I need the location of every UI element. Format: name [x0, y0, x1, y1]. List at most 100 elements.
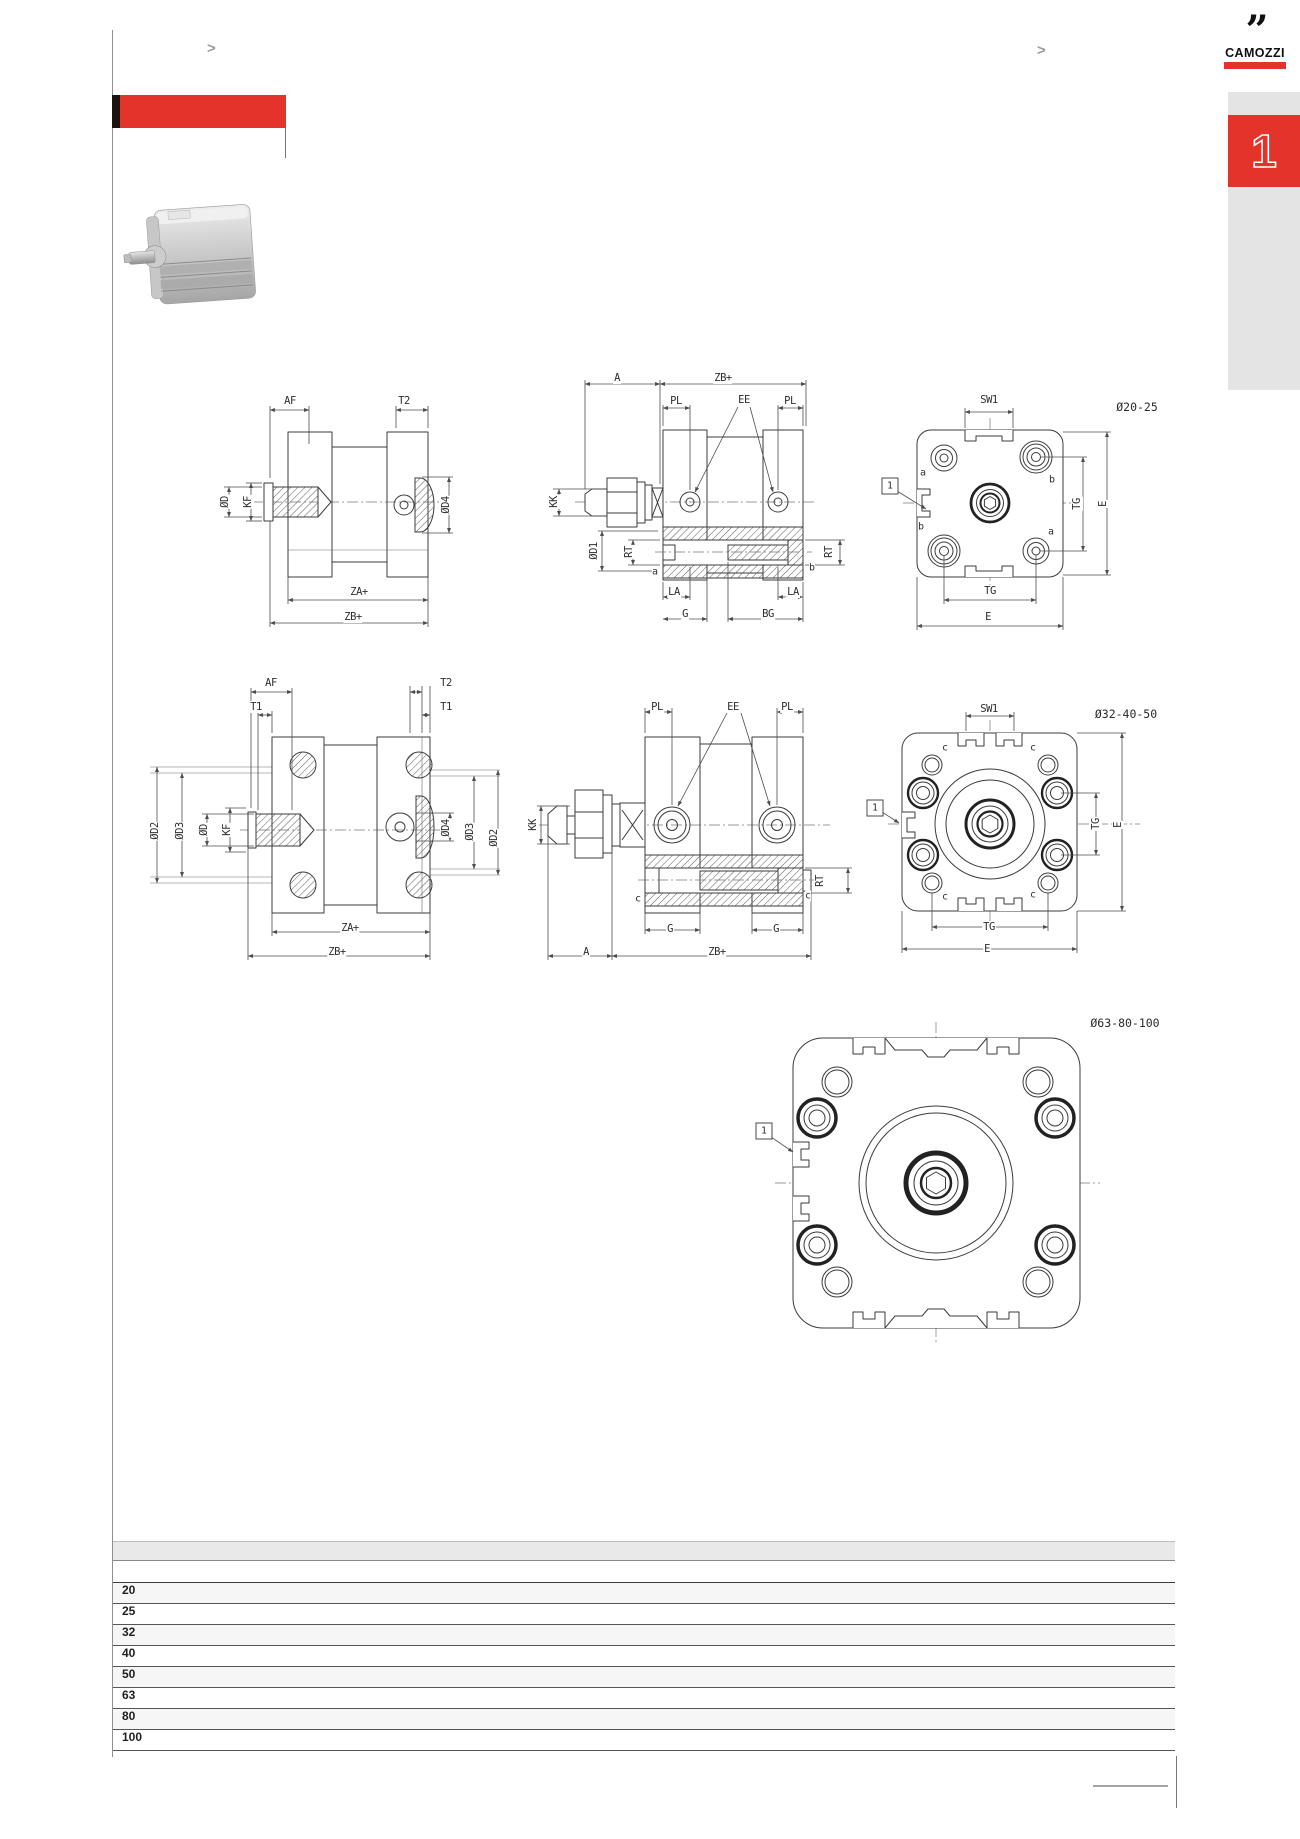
- bore-size: 32: [122, 1625, 136, 1639]
- size-range-label: Ø63-80-100: [1090, 1016, 1160, 1030]
- dim-label-od3: ØD3: [174, 821, 186, 841]
- dim-label-e: E: [1112, 821, 1124, 829]
- dim-label-tg: TG: [1090, 817, 1102, 831]
- dim-label-od2: ØD2: [488, 828, 500, 848]
- breadcrumb-right-chevron: >: [1037, 42, 1046, 59]
- dim-label-pl: PL: [783, 395, 797, 407]
- title-bar-right-tick: [285, 128, 286, 158]
- dim-label-za: ZA+: [340, 922, 360, 934]
- drawing-row2-front-view: [881, 712, 1140, 953]
- port-letter-c: c: [804, 890, 812, 902]
- bore-size: 40: [122, 1646, 136, 1660]
- breadcrumb-left-chevron: >: [207, 40, 216, 57]
- dim-label-ee: EE: [726, 701, 740, 713]
- size-range-label: Ø20-25: [1116, 400, 1158, 414]
- table-row: 32: [113, 1625, 1175, 1646]
- callout-1-number: 1: [887, 480, 893, 492]
- footer-short-rule: [1093, 1785, 1168, 1787]
- dim-label-od4: ØD4: [440, 818, 452, 838]
- sidebar-section-number: 1: [1250, 124, 1277, 178]
- dim-label-af: AF: [283, 395, 297, 407]
- hole-letter-c: c: [941, 891, 949, 903]
- table-row: 40: [113, 1646, 1175, 1667]
- title-bar-black-edge: [112, 95, 120, 128]
- left-margin-rule: [112, 30, 113, 1757]
- table-row: 20: [113, 1583, 1175, 1604]
- dim-label-e: E: [983, 943, 991, 955]
- callout-1: 1: [881, 477, 899, 495]
- drawing-row1-section-view: [553, 380, 845, 622]
- dim-label-zb: ZB+: [713, 372, 733, 384]
- drawing-row3-front-view: [770, 1022, 1100, 1345]
- size-range-label: Ø32-40-50: [1094, 707, 1158, 721]
- dim-label-zb: ZB+: [327, 946, 347, 958]
- dim-label-od4: ØD4: [440, 495, 452, 515]
- callout-1-number: 1: [761, 1125, 767, 1137]
- dim-label-t1: T1: [249, 701, 263, 713]
- dim-label-a: A: [582, 946, 590, 958]
- dim-label-e: E: [984, 611, 992, 623]
- hole-letter-b: b: [1048, 474, 1056, 486]
- callout-1: 1: [755, 1122, 773, 1140]
- title-bar-red: [120, 95, 286, 128]
- hole-letter-c: c: [941, 742, 949, 754]
- hole-letter-a: a: [1047, 526, 1055, 538]
- dim-label-g: G: [681, 608, 689, 620]
- dim-label-kf: KF: [221, 823, 233, 837]
- dimensions-table: 20 25 32 40 50 63 80 100: [113, 1541, 1175, 1751]
- port-letter-c: c: [634, 893, 642, 905]
- bore-size: 50: [122, 1667, 136, 1681]
- dim-label-zb: ZB+: [707, 946, 727, 958]
- brand-name: CAMOZZI: [1225, 46, 1285, 60]
- dim-label-kk: KK: [527, 818, 539, 832]
- table-row: 25: [113, 1604, 1175, 1625]
- brand-underline: [1224, 62, 1286, 69]
- dim-label-od: ØD: [219, 495, 231, 509]
- drawing-row1-front-view: [896, 408, 1111, 630]
- dim-label-od3: ØD3: [464, 822, 476, 842]
- port-letter-a: a: [651, 566, 659, 578]
- dim-label-la: LA: [667, 586, 681, 598]
- drawing-row1-side-view: [224, 406, 453, 627]
- drawing-row2-section-view: [537, 708, 852, 960]
- dim-label-bg: BG: [761, 608, 775, 620]
- dim-label-t2: T2: [397, 395, 411, 407]
- table-header-band: [113, 1541, 1175, 1561]
- hole-letter-b: b: [917, 521, 925, 533]
- dim-label-g: G: [666, 923, 674, 935]
- dim-label-rt: RT: [823, 545, 835, 559]
- product-photo: [123, 204, 256, 305]
- dim-label-la: LA: [786, 586, 800, 598]
- dim-label-pl: PL: [669, 395, 683, 407]
- dim-label-ee: EE: [737, 394, 751, 406]
- hole-letter-a: a: [919, 467, 927, 479]
- dim-label-tg: TG: [1071, 497, 1083, 511]
- bore-size: 25: [122, 1604, 136, 1618]
- dim-label-od: ØD: [198, 823, 210, 837]
- table-row: 63: [113, 1688, 1175, 1709]
- dim-label-pl: PL: [780, 701, 794, 713]
- dim-label-tg: TG: [982, 921, 996, 933]
- bore-size: 63: [122, 1688, 136, 1702]
- dim-label-rt: RT: [814, 874, 826, 888]
- dim-label-af: AF: [264, 677, 278, 689]
- dim-label-pl: PL: [650, 701, 664, 713]
- footer-vertical-rule: [1176, 1756, 1177, 1808]
- dim-label-za: ZA+: [349, 586, 369, 598]
- dim-label-kk: KK: [548, 495, 560, 509]
- dim-label-zb: ZB+: [343, 611, 363, 623]
- sidebar-section-tab: 1: [1228, 115, 1300, 187]
- dim-label-tg: TG: [983, 585, 997, 597]
- hole-letter-c: c: [1029, 742, 1037, 754]
- brand-logo: ” CAMOZZI: [1220, 7, 1290, 69]
- bore-size: 100: [122, 1730, 143, 1744]
- dim-label-rt: RT: [623, 545, 635, 559]
- dim-label-g: G: [772, 923, 780, 935]
- hole-letter-c: c: [1029, 889, 1037, 901]
- bore-size: 80: [122, 1709, 136, 1723]
- brand-logo-icon: ”: [1245, 7, 1268, 54]
- table-row: 50: [113, 1667, 1175, 1688]
- dim-label-sw1: SW1: [979, 394, 999, 406]
- table-subheader-row: [113, 1561, 1175, 1583]
